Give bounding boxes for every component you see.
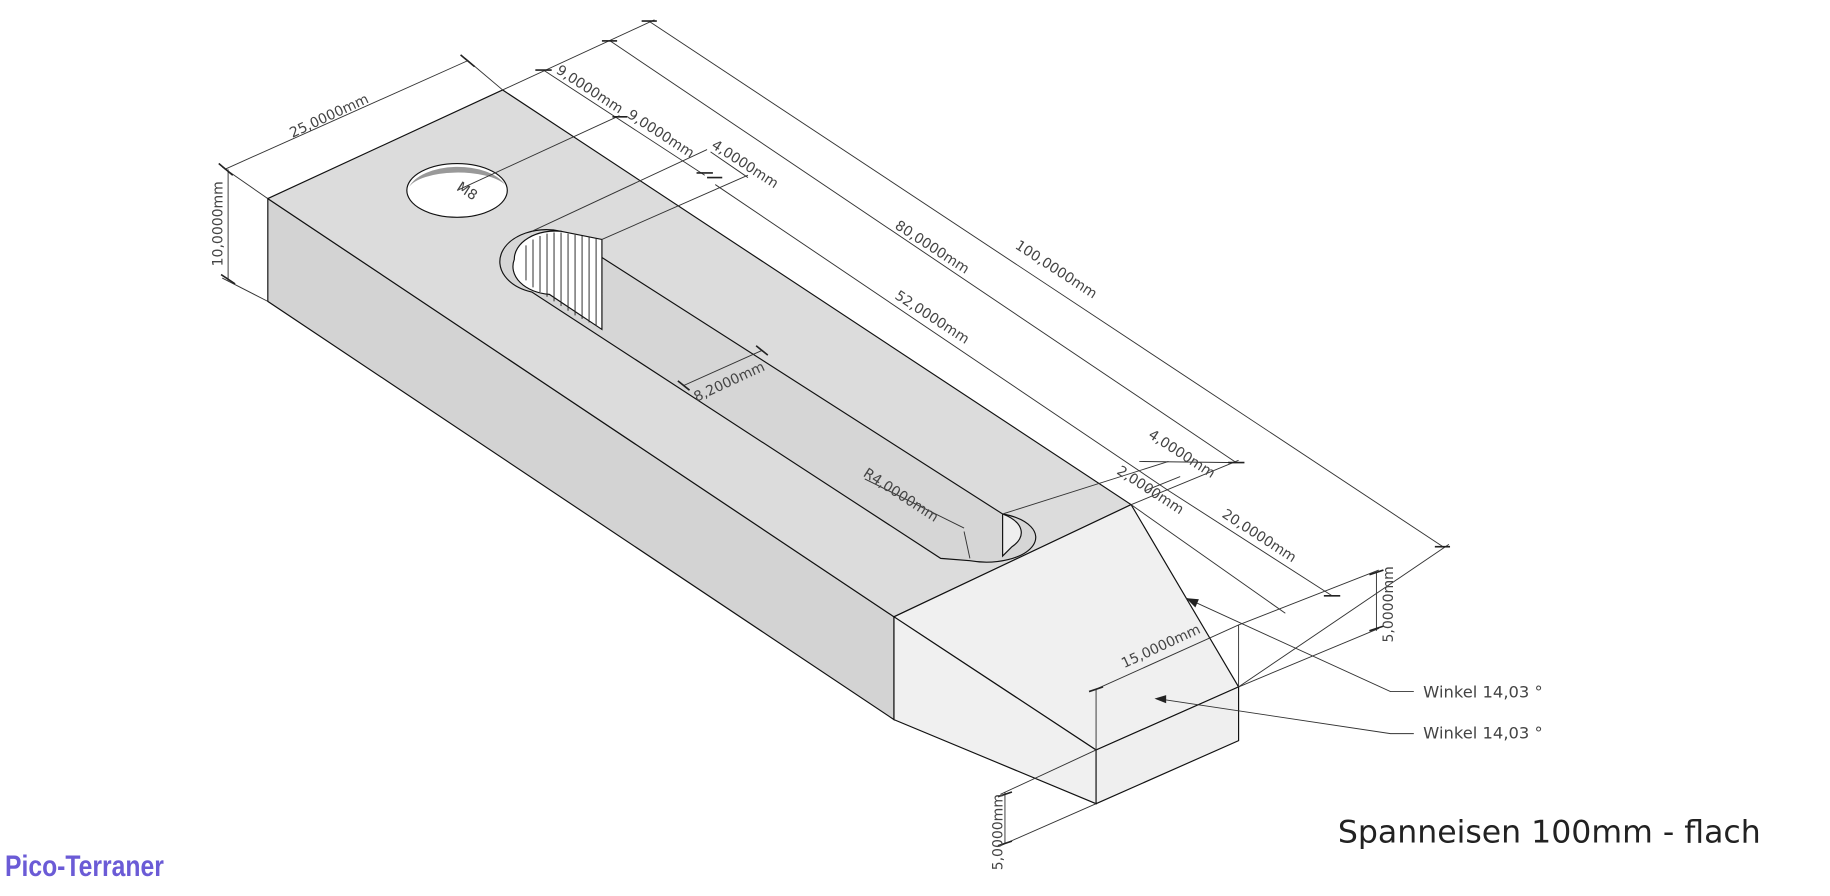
dim-end-4: 4,0000mm [1145, 427, 1218, 482]
arrow-icon [1186, 598, 1199, 608]
tip-front-face [1095, 685, 1240, 805]
drawing-title: Spanneisen 100mm - flach [1338, 814, 1761, 850]
dimension-lines [221, 19, 1450, 847]
slot-wall-hatched [512, 230, 603, 331]
angle-annotation-1: Winkel 14,03 ° [1423, 682, 1543, 701]
logo: Pico-Terraner [5, 851, 164, 883]
dim-tip-height-right: 5,0000mm [1381, 566, 1397, 642]
dim-width: 25,0000mm [287, 91, 371, 141]
dim-slot-length: 52,0000mm [892, 288, 972, 348]
hole-wall [409, 166, 505, 187]
dimension-ticks [218, 20, 1451, 847]
dim-bevel-length: 20,0000mm [1219, 506, 1299, 566]
dim-hole-offset-1: 9,0000mm [553, 62, 626, 117]
dim-slot-offset: 4,0000mm [708, 137, 781, 192]
angle-annotation-2: Winkel 14,03 ° [1423, 723, 1543, 742]
arrow-icon [1154, 695, 1167, 704]
dim-height: 10,0000mm [210, 181, 226, 266]
dim-hole-offset-2: 9,0000mm [624, 107, 697, 162]
slot-end-wall [1002, 513, 1022, 558]
dim-tip-height-bottom: 5,0000mm [991, 794, 1007, 870]
slot [499, 229, 1037, 563]
angle-leaders [1156, 597, 1414, 735]
